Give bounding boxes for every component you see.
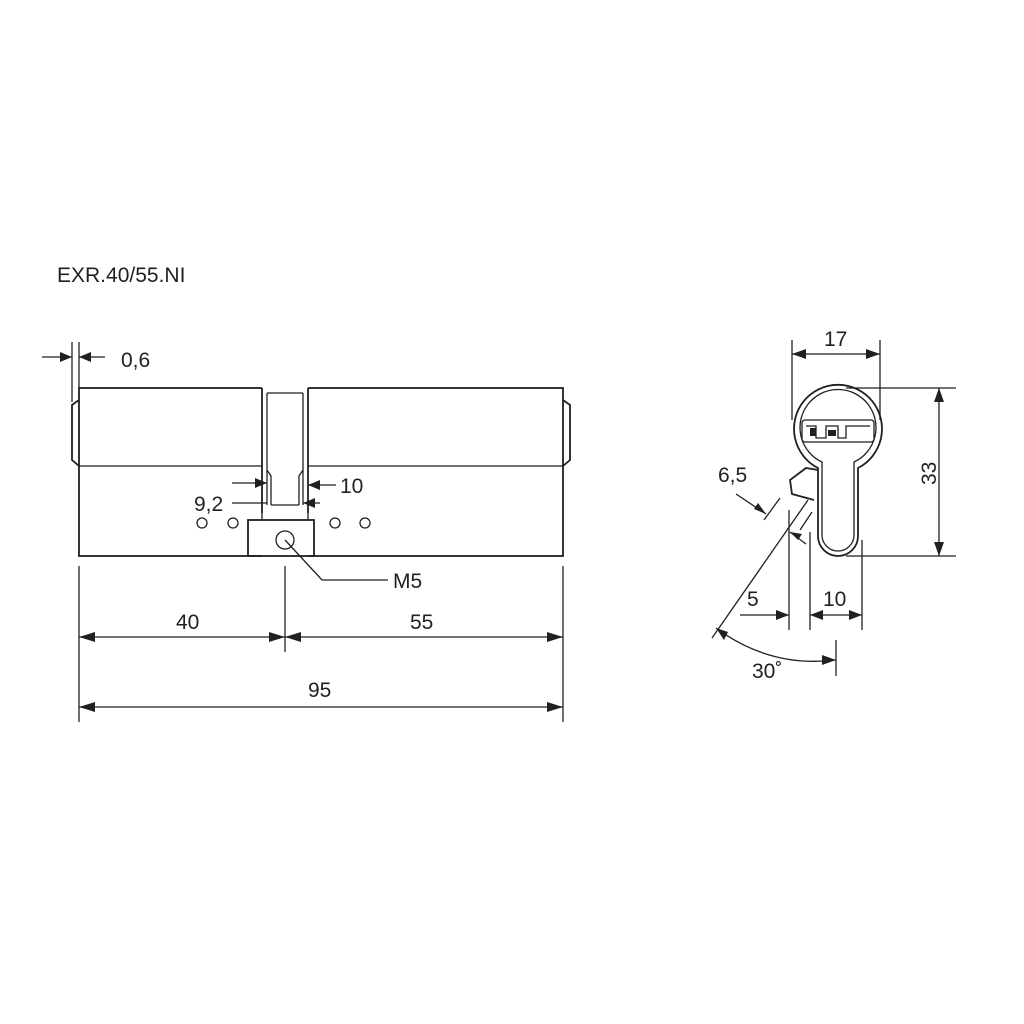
right-end-cap: [562, 399, 571, 467]
cylinder-front-view: [789, 383, 883, 557]
dim-cam-left-label: 5: [747, 588, 759, 611]
dim-angle: 30˚: [711, 499, 837, 683]
dim-cam-offset: 6,5: [718, 464, 813, 545]
dim-tip: 0,6: [42, 342, 150, 402]
drawing-title: EXR.40/55.NI: [57, 264, 185, 287]
dim-slot-inner: 9,2: [194, 478, 320, 516]
dim-angle-label: 30˚: [752, 660, 782, 683]
dim-cam-left: 5: [740, 588, 789, 620]
dim-left-label: 40: [176, 611, 199, 634]
screw-hole: [275, 530, 295, 550]
dim-total: 95: [79, 679, 563, 712]
dim-right-label: 55: [410, 611, 433, 634]
dim-width: 17: [791, 328, 881, 420]
dim-height: 33: [846, 387, 956, 557]
cam-slot: [261, 386, 309, 558]
cylinder-side-view: [71, 386, 571, 558]
dim-split: 40 55: [79, 611, 563, 642]
dim-cam-right: 10: [810, 588, 862, 620]
screw-housing: [247, 519, 315, 557]
cam: [789, 467, 819, 501]
dim-height-label: 33: [918, 462, 941, 485]
dim-slot-inner-label: 9,2: [194, 493, 223, 516]
cylinder-body: [78, 387, 564, 557]
screw-leader: M5: [284, 539, 422, 593]
dim-width-label: 17: [824, 328, 847, 351]
keyway: [801, 419, 875, 443]
dim-cam-offset-label: 6,5: [718, 464, 747, 487]
pin-holes: [196, 517, 371, 529]
left-end-cap: [71, 399, 80, 467]
dim-slot-outer-label: 10: [340, 475, 363, 498]
screw-label: M5: [393, 570, 422, 593]
dim-tip-label: 0,6: [121, 349, 150, 372]
dim-total-label: 95: [308, 679, 331, 702]
dim-slot-outer: 10: [308, 475, 363, 498]
dim-cam-right-label: 10: [823, 588, 846, 611]
